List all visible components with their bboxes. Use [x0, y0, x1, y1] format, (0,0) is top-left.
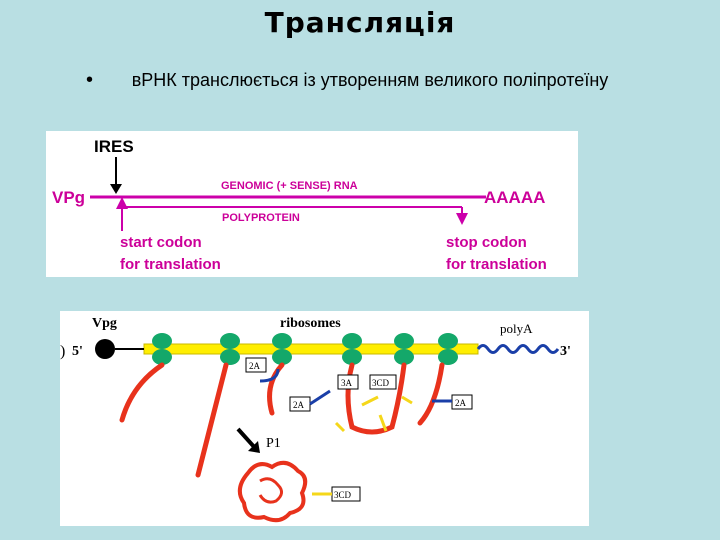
- yellow-arrow-icon: [334, 421, 346, 433]
- vpg-ball-icon: [95, 339, 115, 359]
- polyprotein-label: POLYPROTEIN: [222, 212, 300, 224]
- p1-arrowhead-icon: [248, 441, 260, 453]
- folded-p1-protein: [258, 477, 283, 504]
- start-codon-arrow-icon: [116, 197, 128, 209]
- p1-label: P1: [266, 436, 281, 451]
- bullet-dot-icon: •: [86, 69, 94, 91]
- folded-p1-protein: [237, 460, 308, 523]
- three-prime-label: 3': [560, 344, 571, 359]
- ribosome: [272, 333, 292, 365]
- ribosome: [438, 333, 458, 365]
- protease-2a-label: 2A: [293, 400, 305, 410]
- p1-arrow-icon: [236, 427, 258, 451]
- bullet-text: вРНК транслюється із утворенням великого…: [131, 70, 609, 90]
- nascent-peptide: [195, 362, 229, 478]
- protease-3cd-label: 3CD: [372, 378, 390, 388]
- ribosome: [394, 333, 414, 365]
- ribosome: [342, 333, 362, 365]
- ribosome: [152, 333, 172, 365]
- yellow-arrow-icon: [378, 414, 388, 432]
- protein-3a-label: 3A: [341, 378, 353, 388]
- genome-diagram: IRES VPg GENOMIC (+ SENSE) RNA AAAAA POL…: [46, 131, 578, 277]
- stop-codon-line2: for translation: [446, 256, 547, 273]
- stop-codon-arrow-icon: [456, 213, 468, 225]
- start-codon-line2: for translation: [120, 256, 221, 273]
- bullet-item: • вРНК транслюється із утворенням велико…: [80, 66, 680, 94]
- protease-2a-box: [245, 357, 267, 373]
- ires-label: IRES: [94, 137, 134, 156]
- nascent-peptide: [119, 362, 165, 423]
- protease-3cd-label: 3CD: [334, 490, 352, 500]
- polya-label-bottom: polyA: [500, 321, 533, 336]
- protein-3a-box: [337, 374, 359, 390]
- cleavage-arrow-icon: [259, 368, 280, 383]
- genomic-rna-label: GENOMIC (+ SENSE) RNA: [221, 180, 358, 192]
- ribosomes-label: ribosomes: [280, 316, 341, 331]
- nascent-peptide: [267, 362, 285, 416]
- ires-arrowhead-icon: [110, 184, 122, 194]
- protease-3cd-box: [369, 374, 397, 390]
- protease-2a-label: 2A: [249, 361, 261, 371]
- cleavage-arrow-icon: [309, 389, 331, 406]
- vpg-label: VPg: [52, 188, 85, 207]
- translation-diagram: ) Vpg 5' ribosomes polyA 3' 2A 2A: [60, 311, 589, 526]
- mrna-bar: [143, 343, 479, 355]
- vpg-label-bottom: Vpg: [92, 316, 117, 331]
- paren-label: ): [60, 343, 65, 360]
- yellow-arrow-icon: [361, 395, 379, 407]
- five-prime-label: 5': [72, 344, 83, 359]
- ribosome: [220, 333, 240, 365]
- yellow-arrow-icon: [401, 395, 413, 405]
- protease-2a-label: 2A: [455, 398, 467, 408]
- nascent-peptide: [417, 362, 445, 426]
- start-codon-line1: start codon: [120, 234, 202, 251]
- polya-tail: [476, 344, 560, 354]
- slide-title: Трансляція: [264, 6, 456, 39]
- nascent-peptide: [345, 362, 407, 435]
- polya-label: AAAAA: [484, 188, 545, 207]
- stop-codon-line1: stop codon: [446, 234, 527, 251]
